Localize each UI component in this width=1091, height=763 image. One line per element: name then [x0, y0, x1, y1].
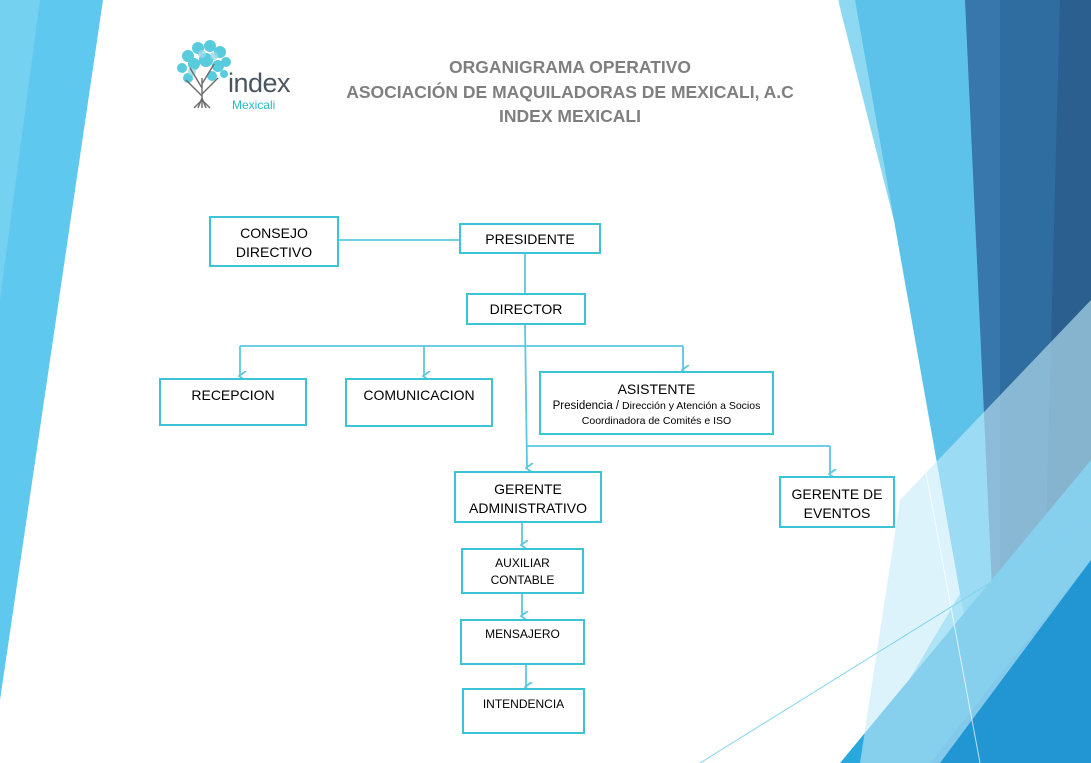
node-recepcion-label: RECEPCION: [191, 387, 275, 403]
node-mensajero: MENSAJERO: [460, 619, 585, 665]
node-asistente: ASISTENTE Presidencia / Dirección y Aten…: [539, 371, 774, 435]
node-mensajero-label: MENSAJERO: [485, 627, 560, 641]
node-consejo-directivo: CONSEJO DIRECTIVO: [209, 216, 339, 267]
node-presidente-label: PRESIDENTE: [485, 231, 575, 247]
node-asistente-line3: Coordinadora de Comités e ISO: [581, 415, 732, 427]
node-director: DIRECTOR: [466, 293, 586, 325]
node-asistente-title: ASISTENTE: [617, 381, 696, 397]
node-gerente-eventos-line1: GERENTE DE: [791, 486, 883, 502]
connector-director-gerente-admin: [524, 323, 527, 468]
node-intendencia-label: INTENDENCIA: [482, 697, 565, 711]
node-intendencia: INTENDENCIA: [462, 688, 585, 734]
logo-subtitle: Mexicali: [232, 98, 276, 112]
node-gerente-admin-line1: GERENTE: [494, 481, 562, 497]
node-auxiliar-contable: AUXILIAR CONTABLE: [461, 548, 584, 594]
node-recepcion: RECEPCION: [159, 378, 307, 426]
node-gerente-eventos-line2: EVENTOS: [803, 505, 871, 521]
node-director-label: DIRECTOR: [489, 301, 563, 317]
node-gerente-admin-line2: ADMINISTRATIVO: [469, 500, 587, 516]
node-comunicacion: COMUNICACION: [345, 378, 493, 427]
node-presidente: PRESIDENTE: [459, 223, 601, 254]
node-gerente-eventos: GERENTE DE EVENTOS: [779, 476, 895, 528]
node-auxiliar-line2: CONTABLE: [490, 573, 555, 587]
node-comunicacion-label: COMUNICACION: [363, 387, 475, 403]
title-line-3: INDEX MEXICALI: [499, 106, 641, 126]
title-line-1: ORGANIGRAMA OPERATIVO: [448, 57, 692, 77]
index-logo-tree-icon: [177, 40, 231, 109]
node-consejo-line2: DIRECTIVO: [235, 244, 313, 260]
logo-wordmark: index: [228, 68, 291, 98]
title-line-2: ASOCIACIÓN DE MAQUILADORAS DE MEXICALI, …: [346, 82, 794, 102]
node-asistente-line2b: Dirección y Atención a Socios: [619, 400, 761, 412]
node-gerente-administrativo: GERENTE ADMINISTRATIVO: [454, 471, 602, 523]
node-asistente-line2: Presidencia / Dirección y Atención a Soc…: [541, 399, 772, 414]
node-asistente-line2a: Presidencia /: [552, 400, 620, 412]
node-auxiliar-line1: AUXILIAR: [495, 556, 550, 570]
node-consejo-line1: CONSEJO: [240, 225, 308, 241]
